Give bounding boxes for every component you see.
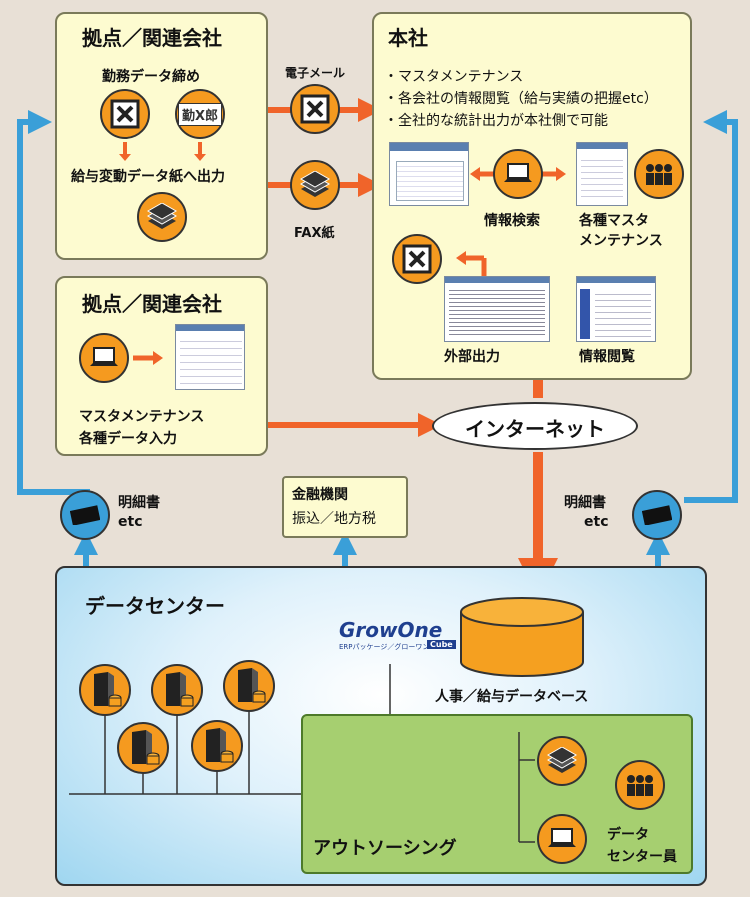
master-label-1: 各種マスタ (579, 213, 649, 229)
server-icon-2 (151, 664, 203, 716)
bank-sub: 振込／地方税 (292, 511, 376, 527)
attendance-software-logo-icon: 勤X郎 (175, 89, 225, 139)
hq-arrows (456, 167, 566, 278)
paper-stack-icon (137, 192, 187, 242)
mid-label-1: マスタメンテナンス (79, 409, 205, 425)
statement-left-line2: etc (118, 514, 143, 530)
database-icon (460, 597, 584, 677)
staff-people-icon (615, 760, 665, 810)
statement-card-icon-right (632, 490, 682, 540)
statement-right-line1: 明細書 (564, 495, 606, 511)
laptop-icon (493, 149, 543, 199)
server-network-lines (69, 664, 391, 795)
export-label: 外部出力 (444, 349, 500, 365)
datacenter-title: データセンター (85, 594, 225, 618)
branch-box-mid: 拠点／関連会社 マスタメンテナンス 各種データ入力 (55, 276, 268, 456)
master-screen-thumbnail (576, 142, 628, 206)
master-label-2: メンテナンス (579, 233, 663, 249)
hq-bullet-2: ・各会社の情報閲覧（給与実績の把握etc） (384, 91, 658, 107)
outsourcing-paper-icon (537, 736, 587, 786)
outsourcing-label: アウトソーシング (313, 838, 457, 859)
branch-top-title: 拠点／関連会社 (82, 26, 222, 50)
database-label: 人事／給与データベース (435, 689, 589, 705)
outsourcing-lines (518, 732, 535, 843)
statement-right-line2: etc (584, 514, 609, 530)
server-icon-1 (79, 664, 131, 716)
branch-mid-title: 拠点／関連会社 (82, 292, 222, 316)
internet-cloud: インターネット (432, 402, 638, 450)
logo-text: 勤X郎 (177, 102, 223, 126)
fax-label: FAX紙 (294, 226, 335, 241)
branch-box-top: 拠点／関連会社 勤務データ締め 勤X郎 給与変動データ紙へ出力 (55, 12, 268, 260)
search-screen-thumbnail (389, 142, 469, 206)
server-icon-5 (191, 720, 243, 772)
growone-logo-cube: Cube (427, 640, 456, 649)
staff-label-1: データ (607, 827, 649, 843)
statement-card-icon-left (60, 490, 110, 540)
paper-output-label: 給与変動データ紙へ出力 (71, 169, 225, 185)
outsourcing-laptop-icon (537, 814, 587, 864)
fax-paper-icon (290, 160, 340, 210)
mid-label-2: 各種データ入力 (79, 431, 177, 447)
email-excel-icon (290, 84, 340, 134)
hq-title: 本社 (388, 26, 428, 50)
export-excel-icon (392, 234, 442, 284)
mid-laptop-icon (79, 333, 129, 383)
bank-box: 金融機関 振込／地方税 (282, 476, 408, 538)
view-screen-thumbnail (576, 276, 656, 342)
mid-arrow (133, 351, 163, 365)
hq-bullet-1: ・マスタメンテナンス (384, 69, 524, 85)
outsourcing-box: アウトソーシング データ センター員 (301, 714, 693, 874)
input-screen-thumbnail (175, 324, 245, 390)
search-label: 情報検索 (484, 213, 540, 229)
email-label: 電子メール (285, 66, 346, 80)
growone-logo: GrowOne (339, 618, 443, 642)
people-icon (634, 149, 684, 199)
growone-logo-sub: ERPパッケージ／グローワン (339, 643, 430, 651)
datacenter-box: データセンター GrowOne ERPパッケージ／グローワン Cube 人事／給… (55, 566, 707, 886)
internet-label: インターネット (465, 417, 605, 441)
server-icon-3 (223, 660, 275, 712)
statement-left-line1: 明細書 (118, 495, 160, 511)
server-icon-4 (117, 722, 169, 774)
hq-bullet-3: ・全社的な統計出力が本社側で可能 (384, 113, 608, 129)
view-label: 情報閲覧 (579, 349, 635, 365)
hq-box: 本社 ・マスタメンテナンス ・各会社の情報閲覧（給与実績の把握etc） ・全社的… (372, 12, 692, 380)
excel-icon (100, 89, 150, 139)
small-arrows (119, 142, 206, 161)
attendance-label: 勤務データ締め (102, 69, 200, 85)
staff-label-2: センター員 (607, 849, 677, 865)
export-screen-thumbnail (444, 276, 550, 342)
bank-title: 金融機関 (292, 487, 348, 503)
